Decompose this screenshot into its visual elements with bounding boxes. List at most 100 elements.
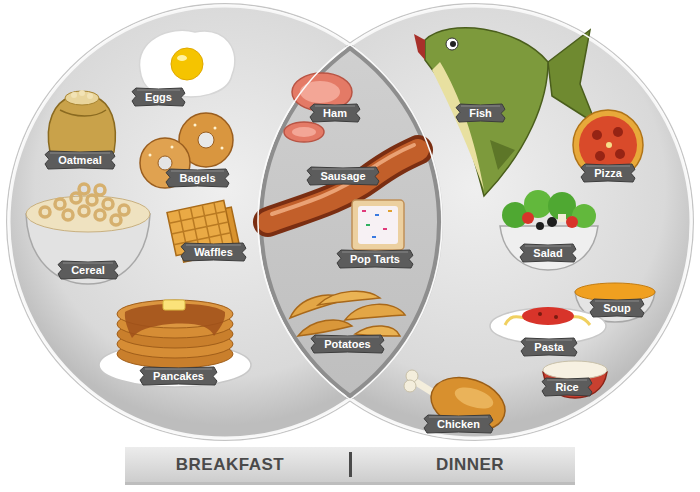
oatmeal-picture-part	[60, 110, 106, 116]
chicken-picture-part	[424, 368, 512, 439]
chicken-picture	[404, 368, 512, 439]
food-tag: Pop Tarts	[337, 250, 413, 268]
tag-highlight	[186, 245, 241, 246]
food-label: Pasta	[521, 338, 577, 356]
food-tag: Pizza	[581, 164, 635, 182]
tag-highlight	[586, 166, 630, 167]
food-label: Rice	[542, 378, 592, 396]
eggs-picture-part	[171, 48, 203, 80]
food-label: Eggs	[132, 88, 185, 106]
food-tag: Cereal	[58, 261, 118, 279]
tag-shape	[132, 88, 185, 106]
pasta-picture	[490, 307, 606, 344]
salad-picture-part	[522, 212, 534, 224]
bagels-picture-part-part	[194, 124, 197, 127]
tag-shape	[140, 367, 217, 385]
tag-shape	[542, 378, 592, 396]
food-label: Sausage	[307, 167, 379, 185]
cereal-picture-part-part	[71, 193, 81, 203]
tag-shape	[58, 261, 118, 279]
food-label: Chicken	[424, 415, 493, 433]
salad-picture-part	[536, 222, 544, 230]
pizza-picture-part	[595, 151, 605, 161]
pop-tarts-picture-part	[352, 200, 404, 250]
food-label: Cereal	[58, 261, 118, 279]
pasta-picture-part	[554, 315, 558, 319]
tag-highlight	[315, 106, 355, 107]
ham-picture-part	[300, 81, 340, 103]
tag-highlight	[595, 301, 639, 302]
food-label: Pancakes	[140, 367, 217, 385]
salad-picture-part	[547, 217, 557, 227]
tag-highlight	[312, 169, 374, 170]
potatoes-picture-part	[318, 291, 380, 305]
pop-tarts-picture-part	[362, 210, 366, 212]
pancakes-picture	[99, 300, 251, 387]
tag-highlight	[342, 252, 408, 253]
bottom-bar-part	[125, 447, 575, 482]
venn-circle: EggsOatmealBagelsCerealWafflesPancakesBR…	[7, 4, 443, 440]
oatmeal-picture-part	[79, 90, 85, 96]
cereal-picture-part	[40, 184, 129, 225]
pizza-picture-part	[606, 142, 612, 148]
fish-picture-part	[450, 41, 456, 47]
fish-picture-part	[414, 34, 425, 60]
food-label: Bagels	[166, 169, 229, 187]
oatmeal-picture	[48, 90, 115, 160]
bagels-picture-part-part	[171, 146, 174, 149]
bagels-picture-part	[158, 156, 172, 170]
potatoes-picture	[290, 291, 405, 336]
fish-picture-part	[548, 30, 596, 124]
food-tag: Fish	[456, 104, 505, 122]
venn-circles	[6, 3, 694, 441]
food-tag: Sausage	[307, 167, 379, 185]
cereal-picture-part	[26, 196, 150, 232]
eggs-picture	[140, 30, 235, 97]
intersection-lens-part	[11, 8, 439, 436]
eggs-picture-part	[177, 55, 187, 61]
cereal-picture-part-part	[111, 215, 121, 225]
tag-shape	[590, 299, 644, 317]
salad-picture-part	[566, 216, 578, 228]
food-label: Potatoes	[311, 335, 384, 353]
circle-rim	[258, 5, 692, 439]
food-label: Pop Tarts	[337, 250, 413, 268]
food-label: Waffles	[181, 243, 246, 261]
food-label: Oatmeal	[45, 151, 115, 169]
pasta-picture-part	[538, 312, 542, 316]
pop-tarts-picture-part	[383, 228, 387, 230]
salad-picture-part	[558, 214, 566, 222]
venn-circles-part	[6, 3, 444, 441]
pop-tarts-picture-part	[375, 214, 379, 216]
food-tag: Pancakes	[140, 367, 217, 385]
fish-picture-part	[446, 38, 458, 50]
chicken-picture-part	[452, 383, 496, 412]
food-tag: Bagels	[166, 169, 229, 187]
bottom-bar	[125, 447, 575, 485]
tag-highlight	[547, 380, 587, 381]
pizza-picture-part	[592, 130, 602, 140]
venn-circles-part	[256, 3, 694, 441]
potatoes-picture-part	[345, 304, 405, 320]
potatoes-picture-part	[355, 326, 400, 336]
venn-circle: FishPizzaSaladSoupPastaRiceChickenDINNER	[257, 4, 693, 440]
salad-picture-part	[500, 226, 598, 270]
food-label: Soup	[590, 299, 644, 317]
circle-outline	[7, 4, 443, 440]
fish-picture-part	[425, 28, 548, 196]
cereal-picture-part-part	[79, 206, 89, 216]
bagels-picture-part-part	[221, 147, 224, 150]
pop-tarts-picture-part	[388, 210, 392, 212]
tag-highlight	[171, 171, 224, 172]
pizza-picture-part	[615, 149, 625, 159]
food-tag: Waffles	[181, 243, 246, 261]
pasta-picture-part	[522, 307, 574, 325]
cereal-picture	[26, 184, 150, 284]
tag-shape	[307, 167, 379, 185]
tag-highlight	[525, 246, 571, 247]
tag-shape	[45, 151, 115, 169]
oatmeal-picture-part	[65, 91, 99, 105]
tag-highlight	[145, 369, 212, 370]
cereal-picture-part-part	[40, 207, 50, 217]
